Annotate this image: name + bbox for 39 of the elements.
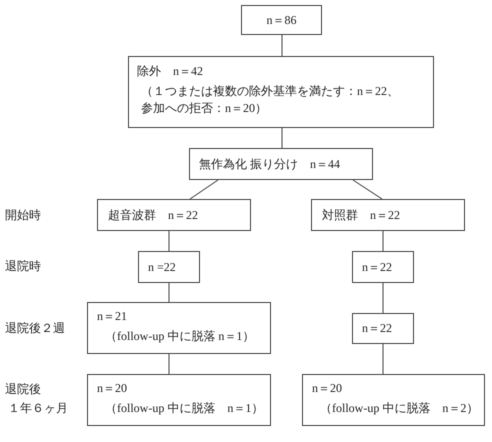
timepoint-label: 退院時: [5, 258, 41, 274]
process-box: [352, 313, 414, 344]
timepoint-label: 退院後: [5, 381, 41, 397]
box-text: n＝20: [97, 380, 127, 397]
process-box: [138, 251, 200, 283]
timepoint-label: 開始時: [5, 207, 41, 223]
connector-line: [168, 230, 170, 252]
box-text: n =22: [148, 258, 176, 276]
box-text: （１つまたは複数の除外基準を満たす：n＝22、参加への拒否：n＝20）: [141, 83, 400, 117]
box-text: n＝22: [362, 258, 392, 276]
connector-line: [168, 354, 170, 374]
timepoint-label: 退院後２週: [5, 320, 65, 336]
connector-line: [168, 282, 170, 302]
timepoint-label: １年６ヶ月: [8, 400, 68, 416]
process-box: [97, 199, 251, 231]
process-box: [241, 5, 322, 35]
process-box: [87, 302, 271, 354]
connector-line: [382, 282, 384, 314]
box-text: n＝21: [97, 308, 127, 325]
connector-line: [190, 180, 218, 200]
box-text: （follow-up 中に脱落 n＝2）: [320, 400, 478, 417]
connector-line: [352, 180, 382, 200]
process-box: [128, 56, 434, 128]
connector-line: [382, 230, 384, 252]
process-box: [311, 199, 465, 231]
box-text: （follow-up 中に脱落 n＝1）: [105, 400, 264, 417]
box-text: （follow-up 中に脱落 n＝1）: [105, 328, 254, 345]
box-text: 無作為化 振り分け n＝44: [199, 156, 340, 172]
box-text: 除外 n＝42: [137, 63, 203, 80]
process-box: [87, 374, 271, 426]
box-text: 超音波群 n＝22: [108, 206, 198, 224]
process-box: [302, 374, 485, 426]
box-text: n＝86: [266, 12, 296, 28]
process-box: [189, 148, 373, 180]
box-text: n＝22: [362, 320, 392, 337]
process-box: [352, 251, 414, 283]
connector-line: [382, 344, 384, 374]
box-text: n＝20: [312, 380, 342, 397]
box-text: 対照群 n＝22: [322, 206, 400, 224]
